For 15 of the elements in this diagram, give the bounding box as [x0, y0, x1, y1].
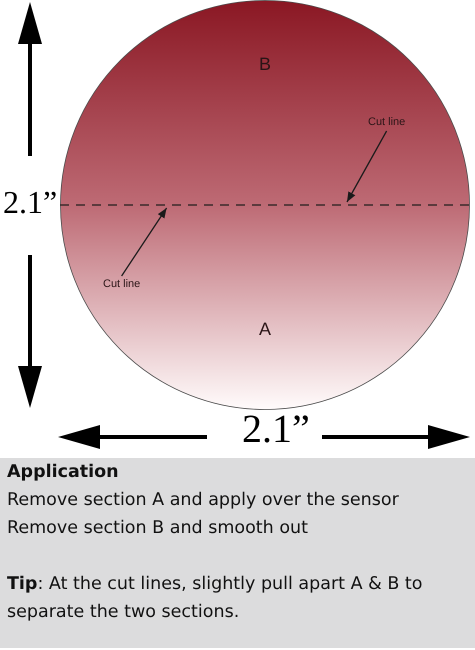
callout-label: Cut line [368, 117, 406, 128]
instruction-text: Remove section A and apply over the sensor [7, 489, 399, 512]
panel-heading: Application [7, 461, 119, 484]
instruction-panel [0, 458, 475, 648]
dimension-label: 2.1” [242, 409, 310, 449]
leader-arrow [121, 208, 168, 276]
dimension-label: 2.1” [3, 186, 58, 218]
tip-text: Tip: At the cut lines, slightly pull apart A & B to separate the two sections. [7, 573, 424, 624]
callout-label: Cut line [103, 279, 140, 290]
circular-patch [60, 0, 470, 410]
instruction-text: Remove section B and smooth out [7, 517, 308, 540]
section-letter: B [259, 55, 272, 73]
section-letter: A [259, 320, 272, 338]
leader-arrow [346, 130, 388, 202]
dashed-cut-line [60, 203, 470, 207]
